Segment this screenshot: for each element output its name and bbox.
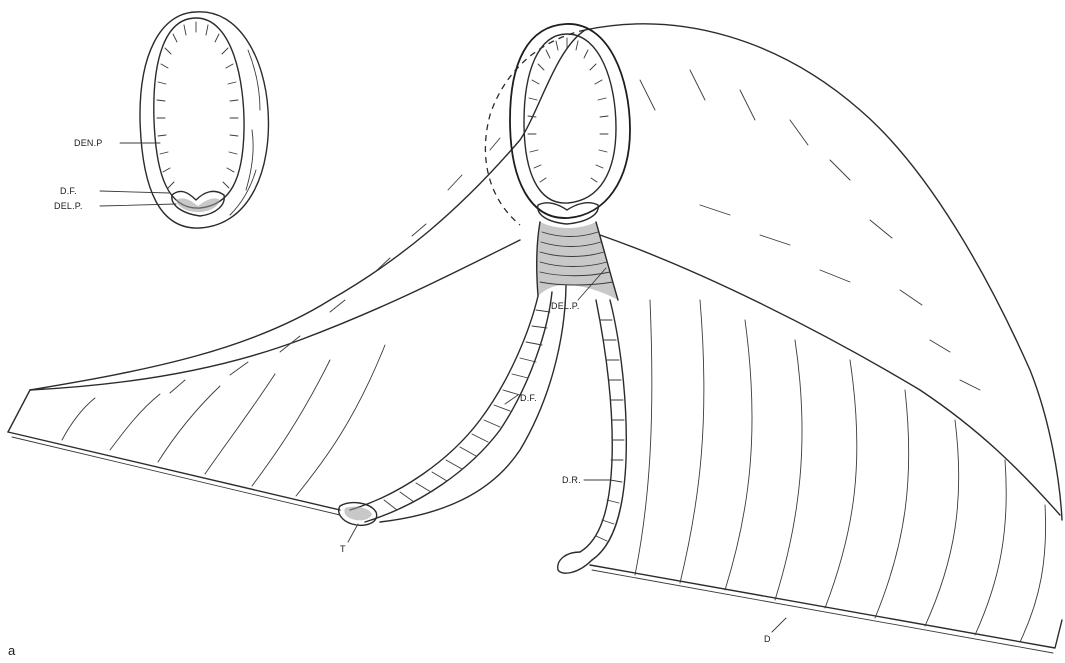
left-wing-bottom-edge-2 — [12, 437, 340, 515]
dental-ridge-hook — [558, 552, 592, 573]
label-d-r: D.R. — [562, 475, 581, 485]
inset-del-p-leader — [100, 204, 176, 206]
inset-outer-shell — [140, 12, 268, 228]
dental-flange — [350, 296, 538, 510]
inset-inner-oval — [154, 18, 244, 208]
label-del-p-main: DEL.P. — [551, 301, 580, 311]
t-leader — [348, 524, 358, 542]
label-del-p-inset: DEL.P. — [54, 201, 83, 211]
left-wing-inner-curve — [30, 240, 520, 390]
inset-hinge-shading — [176, 198, 220, 212]
inset-valve-view: DEN.P D.F. DEL.P. — [54, 12, 268, 228]
right-wing-outline — [585, 24, 1062, 520]
main-shell-view: DEL.P. D.F. D.R. T D — [8, 24, 1062, 653]
label-d-f-inset: D.F. — [60, 186, 77, 196]
left-wing-bottom-edge — [8, 432, 340, 510]
tooth-shading — [344, 507, 372, 521]
inset-d-f-leader — [100, 191, 170, 193]
label-t: T — [340, 544, 346, 554]
right-wing-bottom-edge-2 — [592, 570, 1053, 653]
main-denticle-strokes — [528, 38, 608, 182]
dental-ridge — [580, 300, 612, 552]
dental-flange-inner — [365, 292, 552, 522]
left-wing-outline — [8, 30, 585, 432]
label-d-f-main: D.F. — [520, 393, 537, 403]
panel-letter: a — [8, 643, 16, 658]
right-wing-inner-curve — [600, 235, 1060, 515]
label-d: D — [764, 634, 771, 644]
main-inner-oval — [524, 34, 616, 203]
dental-flange-hatching — [384, 310, 550, 510]
dental-ridge-inner — [592, 300, 626, 560]
inset-growth-lines — [230, 50, 260, 215]
right-wing-growth-lines — [635, 70, 1046, 642]
label-den-p-inset: DEN.P — [74, 138, 103, 148]
d-leader — [772, 618, 786, 632]
inset-denticle-strokes — [157, 22, 238, 188]
main-outer-oval — [510, 24, 630, 218]
dental-flange-outer-curve — [380, 286, 566, 522]
